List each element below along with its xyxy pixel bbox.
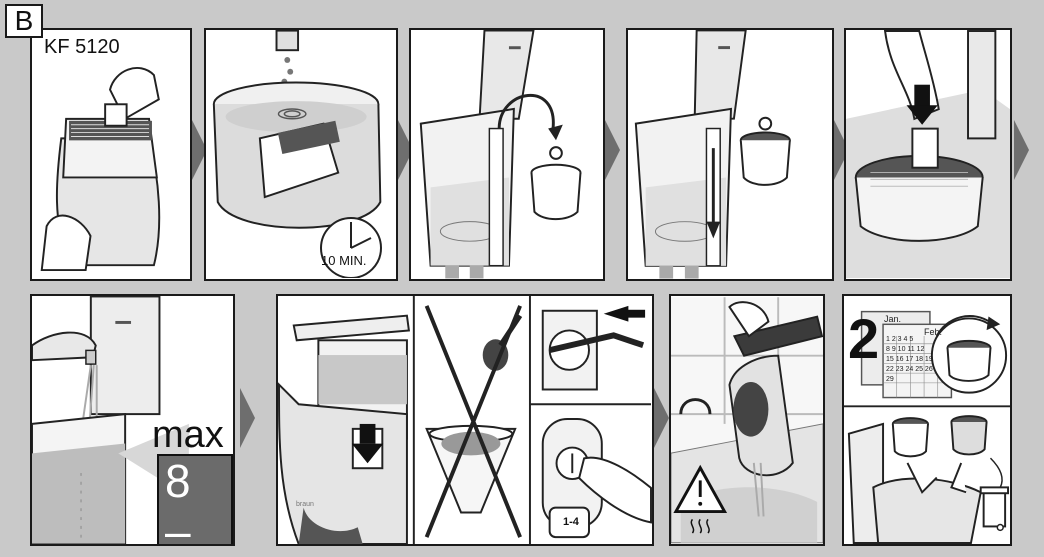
prepare-machine-illustration	[278, 296, 652, 544]
panel-insert-filter	[626, 28, 834, 281]
calendar-month-1: Jan.	[884, 314, 901, 324]
press-filter-illustration	[846, 30, 1010, 279]
insert-filter-illustration	[628, 30, 832, 279]
panel-fill-water: max 8 –	[30, 294, 235, 546]
section-label: B	[5, 4, 43, 38]
brand-logo: braun	[296, 501, 314, 508]
step-arrow-5	[1014, 120, 1029, 180]
panel-prepare-machine: 1-4 braun	[276, 294, 654, 546]
calendar-week-3: 15 16 17 18 19	[886, 356, 933, 363]
remove-holder-illustration	[411, 30, 603, 279]
panel-replace-interval: 2 Jan. Feb. 1 2 3 4 5 8 9 10 11 12 15 16…	[842, 294, 1012, 546]
unpack-filter-illustration	[32, 30, 190, 279]
panel-remove-holder	[409, 28, 605, 281]
discard-water-illustration	[671, 296, 823, 544]
max-label: max	[152, 414, 224, 457]
model-label: KF 5120	[44, 36, 120, 59]
step-arrow-3	[605, 120, 620, 180]
fill-level-indicator: 8 –	[157, 454, 233, 546]
step-arrow-6	[240, 388, 255, 448]
soak-time-label: 10 MIN.	[321, 253, 367, 268]
calendar-month-2: Feb.	[924, 327, 942, 337]
panel-press-filter	[844, 28, 1012, 281]
interval-number: 2	[848, 306, 879, 371]
level-mark-icon: –	[165, 505, 191, 546]
panel-soak-filter: 10 MIN.	[204, 28, 398, 281]
calendar-week-1: 1 2 3 4 5	[886, 336, 913, 343]
panel-unpack-filter: KF 5120	[30, 28, 192, 281]
calendar-week-4: 22 23 24 25 26	[886, 366, 933, 373]
calendar-week-5: 29	[886, 376, 894, 383]
calendar-week-2: 8 9 10 11 12	[886, 346, 924, 353]
step-arrow-7	[654, 388, 669, 448]
cup-selector-label: 1-4	[563, 516, 579, 528]
panel-discard-water	[669, 294, 825, 546]
fill-level-label: 8	[165, 455, 191, 507]
